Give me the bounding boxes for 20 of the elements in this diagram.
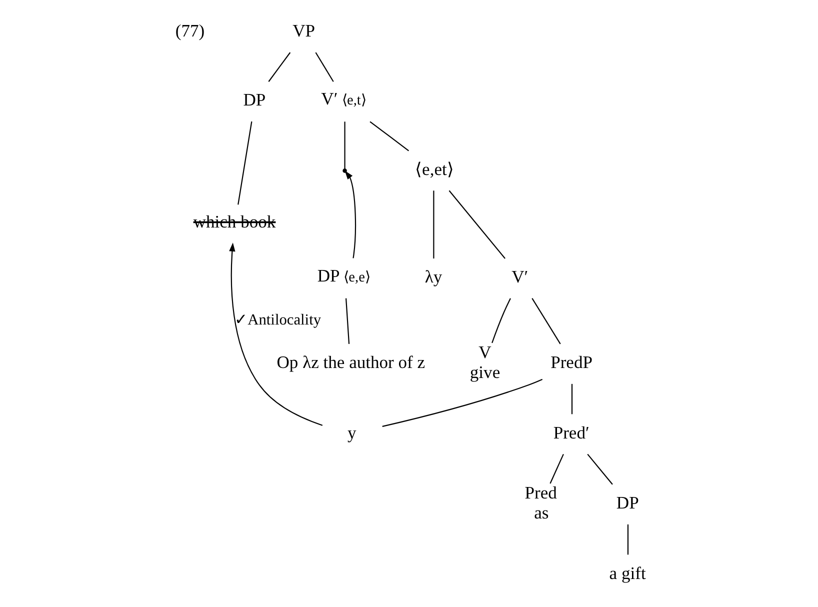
- node-text: VP: [292, 20, 316, 41]
- node-text: V′: [321, 88, 338, 109]
- node-text: y: [348, 422, 356, 442]
- node-text: DP: [317, 265, 340, 286]
- node-text: which book: [193, 212, 276, 232]
- node-text: DP: [616, 492, 639, 513]
- node-text: V′: [512, 266, 528, 286]
- node-text: ⟨e,et⟩: [415, 158, 454, 179]
- node-text: DP: [243, 90, 266, 110]
- node-text: Pred as: [524, 482, 557, 522]
- node-text: V give: [470, 342, 500, 382]
- label: (77): [175, 20, 205, 41]
- node-text: Op λz the author of z: [276, 352, 426, 372]
- node-label: ⟨e,t⟩: [342, 92, 366, 109]
- edge-label: ✓Antilocality: [234, 312, 322, 329]
- node-text: λy: [424, 266, 442, 286]
- node-label: ⟨e,e⟩: [344, 269, 370, 286]
- node-text: Pred′: [553, 422, 590, 442]
- node-text: a gift: [609, 562, 646, 583]
- node-text: PredP: [550, 352, 593, 372]
